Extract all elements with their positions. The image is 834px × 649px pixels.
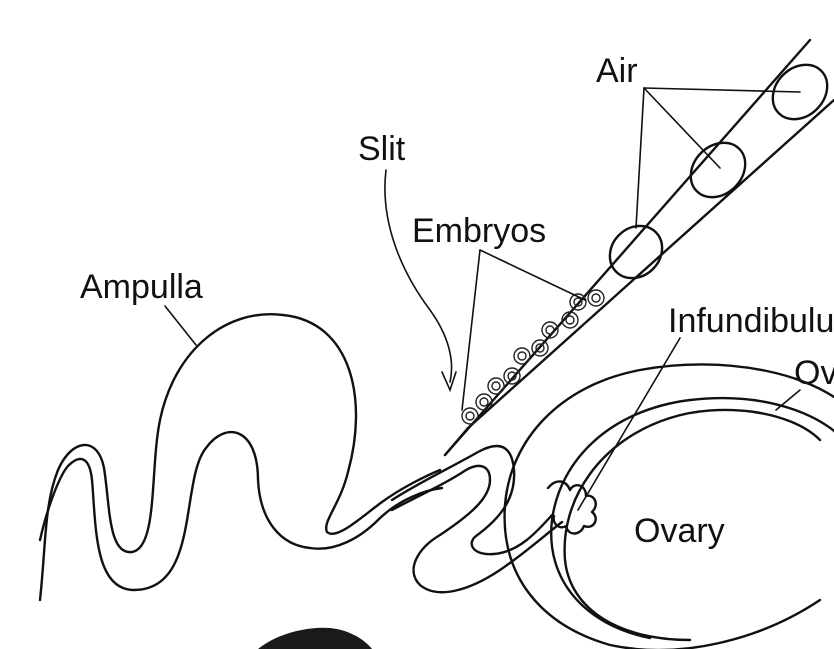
label-infundibulum: Infundibulum (668, 302, 834, 340)
label-slit: Slit (358, 130, 406, 168)
pipette-tip (445, 428, 468, 455)
infundibulum-leader (578, 338, 680, 510)
oviduct-lower-coil (392, 446, 552, 554)
air-leader (644, 88, 720, 168)
label-ovarian-bursa: Ov (794, 354, 834, 392)
ampulla-leader (165, 306, 196, 345)
label-ovary: Ovary (634, 512, 725, 550)
oviduct (40, 314, 562, 600)
embryos-leader (480, 250, 585, 300)
slit-leader (385, 170, 452, 382)
label-embryos: Embryos (412, 212, 546, 250)
embryos-leader (462, 250, 480, 410)
air-bubble (680, 132, 756, 208)
label-ampulla: Ampulla (80, 268, 203, 306)
pipette-lower-wall (468, 100, 834, 428)
leader-lines (165, 88, 800, 510)
embryos (462, 290, 604, 424)
air-leader (636, 88, 644, 228)
slit-arrowhead (442, 372, 456, 390)
label-air: Air (596, 52, 638, 90)
air-leader (644, 88, 800, 92)
bottom-dark-shape (258, 628, 372, 649)
ovarian-bursa (505, 364, 834, 649)
